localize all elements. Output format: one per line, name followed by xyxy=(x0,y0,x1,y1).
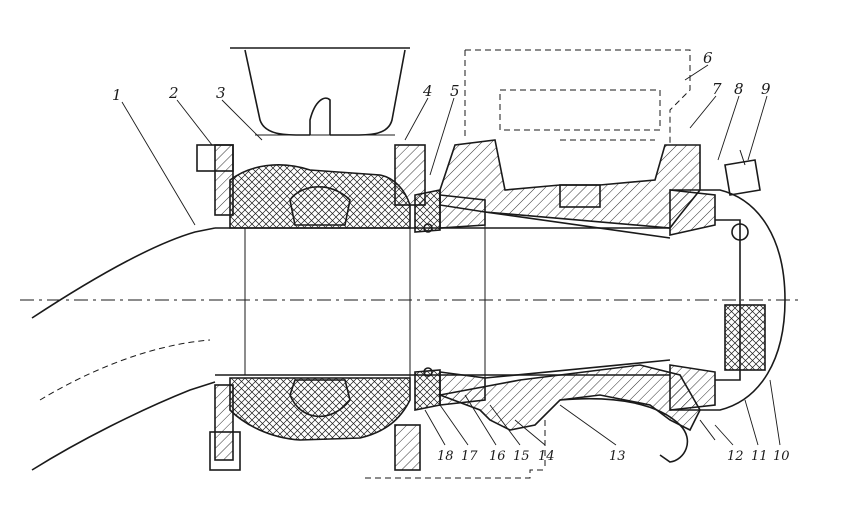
leaders-bottom xyxy=(424,379,781,446)
callout-14: 14 xyxy=(538,449,555,464)
leaders-top xyxy=(121,64,768,226)
left-flange-bottom xyxy=(209,377,421,471)
callout-17: 17 xyxy=(461,449,478,464)
lower-dashed-outline xyxy=(365,469,545,479)
beam-1 xyxy=(31,227,216,471)
callout-2: 2 xyxy=(168,84,179,102)
callout-16: 16 xyxy=(489,449,506,464)
callout-labels-bottom: 18 17 16 15 14 13 12 11 10 xyxy=(437,449,790,464)
callout-6: 6 xyxy=(703,49,713,67)
callout-15: 15 xyxy=(513,449,530,464)
callout-7: 7 xyxy=(712,80,722,98)
callout-1: 1 xyxy=(112,86,122,104)
callout-3: 3 xyxy=(216,84,226,102)
callout-labels-top: 1 2 3 4 5 6 7 8 9 xyxy=(112,49,771,104)
left-flange-top xyxy=(196,144,426,229)
upper-housing-dashed xyxy=(464,49,691,145)
callout-10: 10 xyxy=(773,449,790,464)
callout-12: 12 xyxy=(727,449,744,464)
housing-foot xyxy=(559,397,716,463)
callout-9: 9 xyxy=(761,80,771,98)
callout-5: 5 xyxy=(450,82,460,100)
callout-18: 18 xyxy=(437,449,454,464)
shaft-body xyxy=(215,205,671,385)
callout-13: 13 xyxy=(609,449,626,464)
roller-bearings xyxy=(414,189,486,411)
end-cap xyxy=(669,149,786,411)
callout-11: 11 xyxy=(751,449,768,464)
callout-8: 8 xyxy=(734,80,744,98)
bearing-housing xyxy=(437,139,701,432)
spring-bracket xyxy=(230,47,410,136)
callout-4: 4 xyxy=(422,82,433,100)
